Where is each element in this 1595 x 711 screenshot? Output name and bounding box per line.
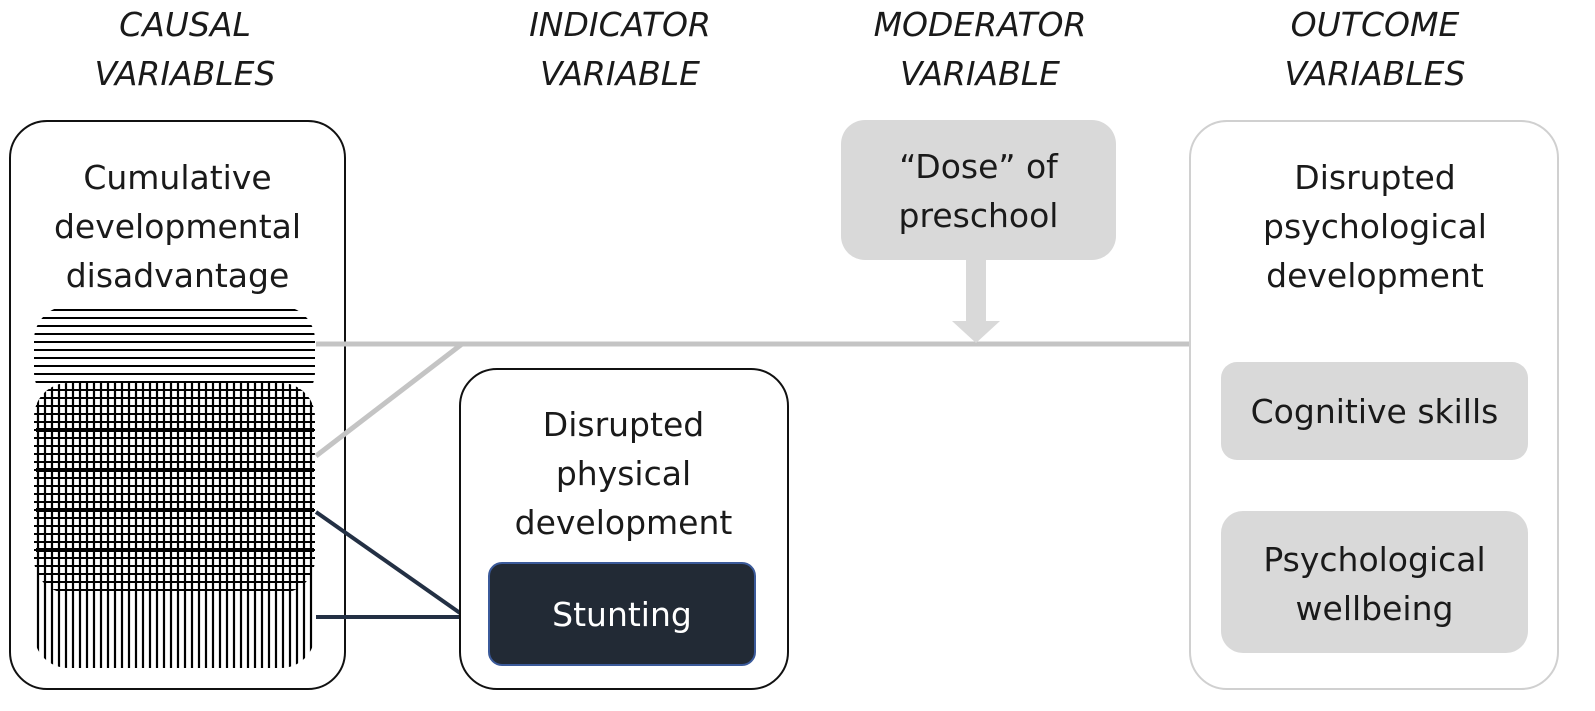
cognitive-skills-box [1221, 362, 1528, 460]
psychological-wellbeing-line2: wellbeing [1295, 589, 1454, 628]
outcome-label-line1: Disrupted [1294, 158, 1456, 197]
causal-label-line1: Cumulative [83, 158, 272, 197]
header-indicator-variable: INDICATOR VARIABLE [490, 0, 750, 98]
header-outcome-line2: VARIABLES [1284, 54, 1466, 93]
moderator-variable-box [841, 120, 1116, 260]
header-indicator-line2: VARIABLE [539, 54, 701, 93]
moderator-label-line2: preschool [898, 196, 1059, 235]
header-indicator-line1: INDICATOR [529, 5, 711, 44]
psychological-wellbeing-box [1221, 511, 1528, 653]
hatch-pattern-bold-rows [36, 428, 314, 552]
header-moderator-line2: VARIABLE [899, 54, 1061, 93]
pathway-indirect-diagonal [314, 342, 464, 458]
moderator-arrow-icon [952, 259, 1000, 343]
header-causal-line2: VARIABLES [94, 54, 276, 93]
moderator-box-label: “Dose” of preschool [841, 142, 1116, 240]
outcome-variables-box [1189, 120, 1559, 690]
causal-variables-box [9, 120, 346, 690]
causal-label-line2: developmental [53, 207, 302, 246]
indicator-label-line1: Disrupted [542, 405, 705, 444]
header-causal-line1: CAUSAL [119, 5, 251, 44]
stunting-box [488, 562, 756, 666]
stunting-label: Stunting [552, 595, 692, 634]
causal-box-label: Cumulative developmental disadvantage [40, 153, 315, 300]
indicator-label-line3: development [514, 503, 733, 542]
causal-label-line3: disadvantage [65, 256, 290, 295]
header-outcome-variables: OUTCOME VARIABLES [1250, 0, 1500, 98]
outcome-label-line3: development [1266, 256, 1484, 295]
outcome-label-line2: psychological [1263, 207, 1487, 246]
pathway-causal-to-indicator-upper [314, 510, 462, 615]
moderator-label-line1: “Dose” of [899, 147, 1058, 186]
header-outcome-line1: OUTCOME [1290, 5, 1460, 44]
cognitive-skills-label: Cognitive skills [1250, 392, 1499, 431]
hatch-pattern-grid [34, 389, 315, 591]
header-causal-variables: CAUSAL VARIABLES [60, 0, 310, 98]
header-moderator-line1: MODERATOR [873, 5, 1087, 44]
psychological-wellbeing-label: Psychological wellbeing [1221, 535, 1528, 633]
outcome-box-label: Disrupted psychological development [1200, 153, 1550, 300]
indicator-label-line2: physical [555, 454, 692, 493]
indicator-box-label: Disrupted physical development [486, 400, 761, 547]
header-moderator-variable: MODERATOR VARIABLE [840, 0, 1120, 98]
hatch-pattern-horizontal [34, 309, 315, 383]
psychological-wellbeing-line1: Psychological [1263, 540, 1486, 579]
